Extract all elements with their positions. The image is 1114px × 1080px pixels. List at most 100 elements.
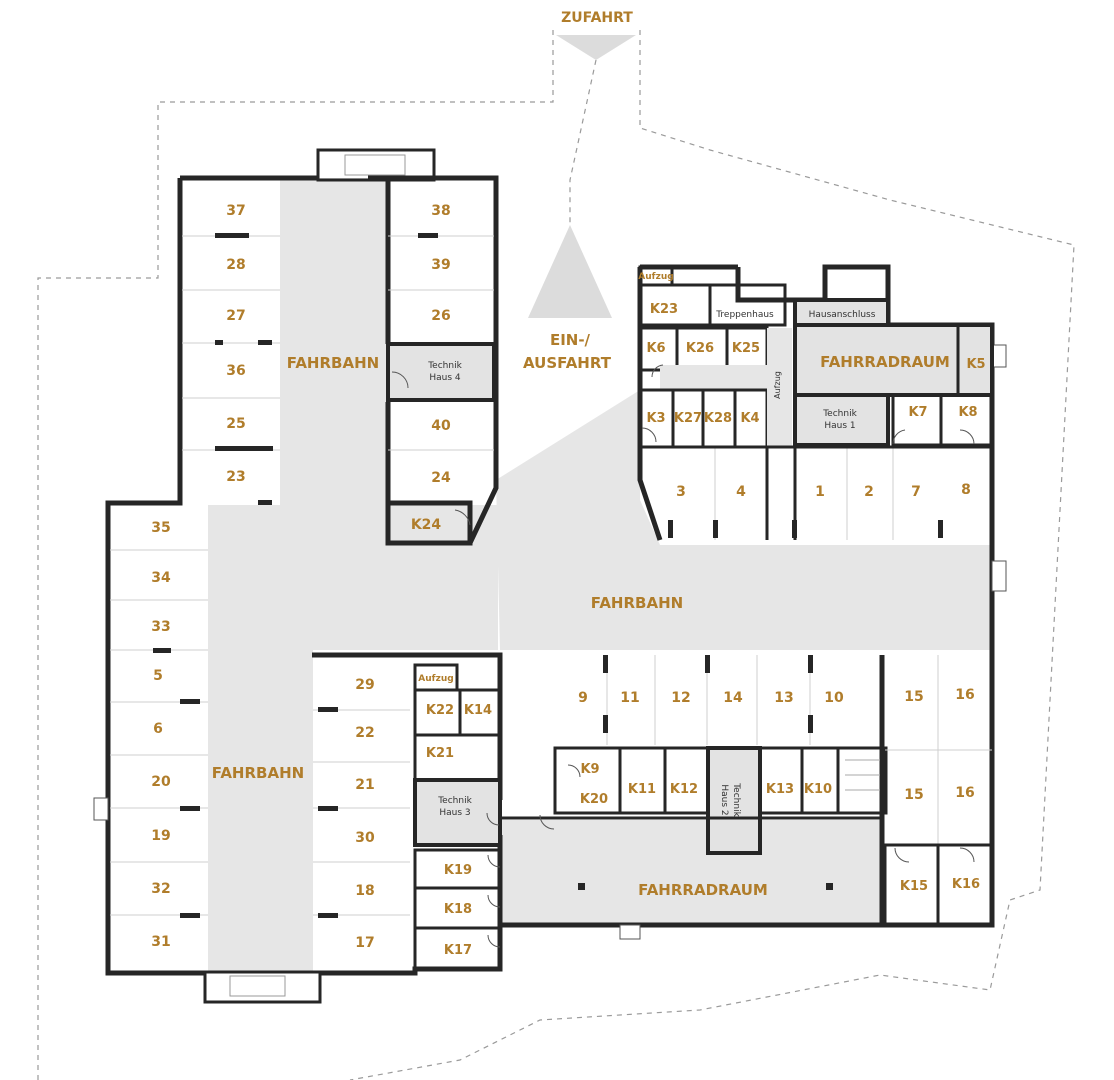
south-middle-block: [413, 663, 994, 972]
parking-space: 31: [151, 934, 170, 950]
parking-bollards: [153, 233, 943, 918]
wall-vents: [93, 344, 1007, 940]
fahrradraum-south-label: FAHRRADRAUM: [638, 881, 768, 899]
parking-space: 16: [955, 785, 974, 801]
parking-space: 34: [151, 570, 171, 586]
technik-haus4-sub: Haus 4: [429, 373, 461, 383]
technik-haus2-label: Technik: [731, 782, 741, 817]
site-boundary: [37, 30, 1075, 1080]
fahrradraum-north-label: FAHRRADRAUM: [820, 353, 950, 371]
cellar-k7: K7: [908, 405, 927, 420]
parking-space: 18: [355, 883, 374, 899]
cellar-k19: K19: [444, 863, 472, 878]
parking-space: 5: [153, 668, 163, 684]
parking-space: 15: [904, 787, 923, 803]
parking-space: 37: [226, 203, 245, 219]
cellar-k14: K14: [464, 703, 492, 718]
east-cellar-block: [638, 265, 994, 540]
cellar-k16: K16: [952, 877, 980, 892]
parking-space: 32: [151, 881, 170, 897]
cellar-k4: K4: [740, 411, 759, 426]
parking-space: 27: [226, 308, 245, 324]
parking-space: 39: [431, 257, 450, 273]
technik-haus3-sub: Haus 3: [439, 808, 470, 818]
parking-space: 3: [676, 484, 686, 500]
parking-space: 26: [431, 308, 450, 324]
cellar-k15: K15: [900, 879, 928, 894]
cellar-k17: K17: [444, 943, 472, 958]
cellar-k12: K12: [670, 782, 698, 797]
cellar-k21: K21: [426, 746, 454, 761]
parking-space: 24: [431, 470, 451, 486]
parking-space: 13: [774, 690, 793, 706]
parking-space: 35: [151, 520, 170, 536]
parking-space: 14: [723, 690, 743, 706]
stair-south: [203, 970, 322, 1004]
technik-haus3-label: Technik: [437, 796, 472, 806]
parking-space: 22: [355, 725, 374, 741]
parking-space: 23: [226, 469, 245, 485]
technik-haus1-sub: Haus 1: [824, 421, 855, 431]
ein-ausfahrt-label: EIN-/: [550, 331, 591, 349]
cellar-k24: K24: [411, 517, 442, 533]
parking-space: 7: [911, 484, 921, 500]
technik-haus1-label: Technik: [822, 409, 857, 419]
parking-space: 19: [151, 828, 170, 844]
parking-space: 21: [355, 777, 374, 793]
parking-space: 30: [355, 830, 375, 846]
parking-space: 40: [431, 418, 451, 434]
cellar-k9: K9: [580, 762, 599, 777]
parking-space: 1: [815, 484, 825, 500]
technik-haus-4: [386, 342, 496, 402]
cellar-k23: K23: [650, 302, 678, 317]
parking-space: 9: [578, 690, 588, 706]
parking-space: 11: [620, 690, 639, 706]
cellar-k8: K8: [958, 405, 977, 420]
driveways: [208, 178, 992, 973]
fahrbahn-north-label: FAHRBAHN: [287, 354, 379, 372]
parking-space: 16: [955, 687, 974, 703]
zufahrt-arrow: [556, 35, 636, 60]
cellar-k10: K10: [804, 782, 832, 797]
parking-space: 33: [151, 619, 170, 635]
stair-north: [316, 148, 436, 182]
approach-path: [569, 59, 597, 225]
aufzugsschacht-label: Aufzug: [773, 371, 782, 399]
parking-space: 8: [961, 482, 971, 498]
parking-space: 2: [864, 484, 874, 500]
parking-space: 38: [431, 203, 450, 219]
parking-space: 36: [226, 363, 245, 379]
cellar-k28: K28: [704, 411, 732, 426]
parking-space: 10: [824, 690, 844, 706]
fahrbahn-west-label: FAHRBAHN: [212, 764, 304, 782]
parking-space: 6: [153, 721, 163, 737]
entry-arrow: [528, 225, 612, 318]
cellar-k6: K6: [646, 341, 665, 356]
cellar-k22: K22: [426, 703, 454, 718]
parking-space: 28: [226, 257, 245, 273]
aufzug-south-label: Aufzug: [418, 674, 453, 684]
parking-space: 20: [151, 774, 171, 790]
cellar-k20: K20: [580, 792, 608, 807]
stair-east: [836, 746, 888, 815]
parking-space: 15: [904, 689, 923, 705]
ein-ausfahrt-label-2: AUSFAHRT: [523, 354, 612, 372]
cellar-k5: K5: [966, 357, 985, 372]
parking-space: 29: [355, 677, 374, 693]
cellar-k27: K27: [674, 411, 702, 426]
parking-space: 25: [226, 416, 245, 432]
fahrbahn-center-label: FAHRBAHN: [591, 594, 683, 612]
technik-haus2-sub: Haus 2: [719, 784, 729, 815]
parking-space: 12: [671, 690, 690, 706]
door-swings: [454, 364, 975, 948]
cellar-k13: K13: [766, 782, 794, 797]
zufahrt-label: ZUFAHRT: [561, 10, 633, 26]
technik-haus4-label: Technik: [427, 361, 462, 371]
hausanschluss-label: Hausanschluss: [809, 310, 876, 320]
cellar-k3: K3: [646, 411, 665, 426]
aufzug-north-label: Aufzug: [638, 272, 673, 282]
cellar-k18: K18: [444, 902, 472, 917]
parking-space: 17: [355, 935, 374, 951]
cellar-k25: K25: [732, 341, 760, 356]
